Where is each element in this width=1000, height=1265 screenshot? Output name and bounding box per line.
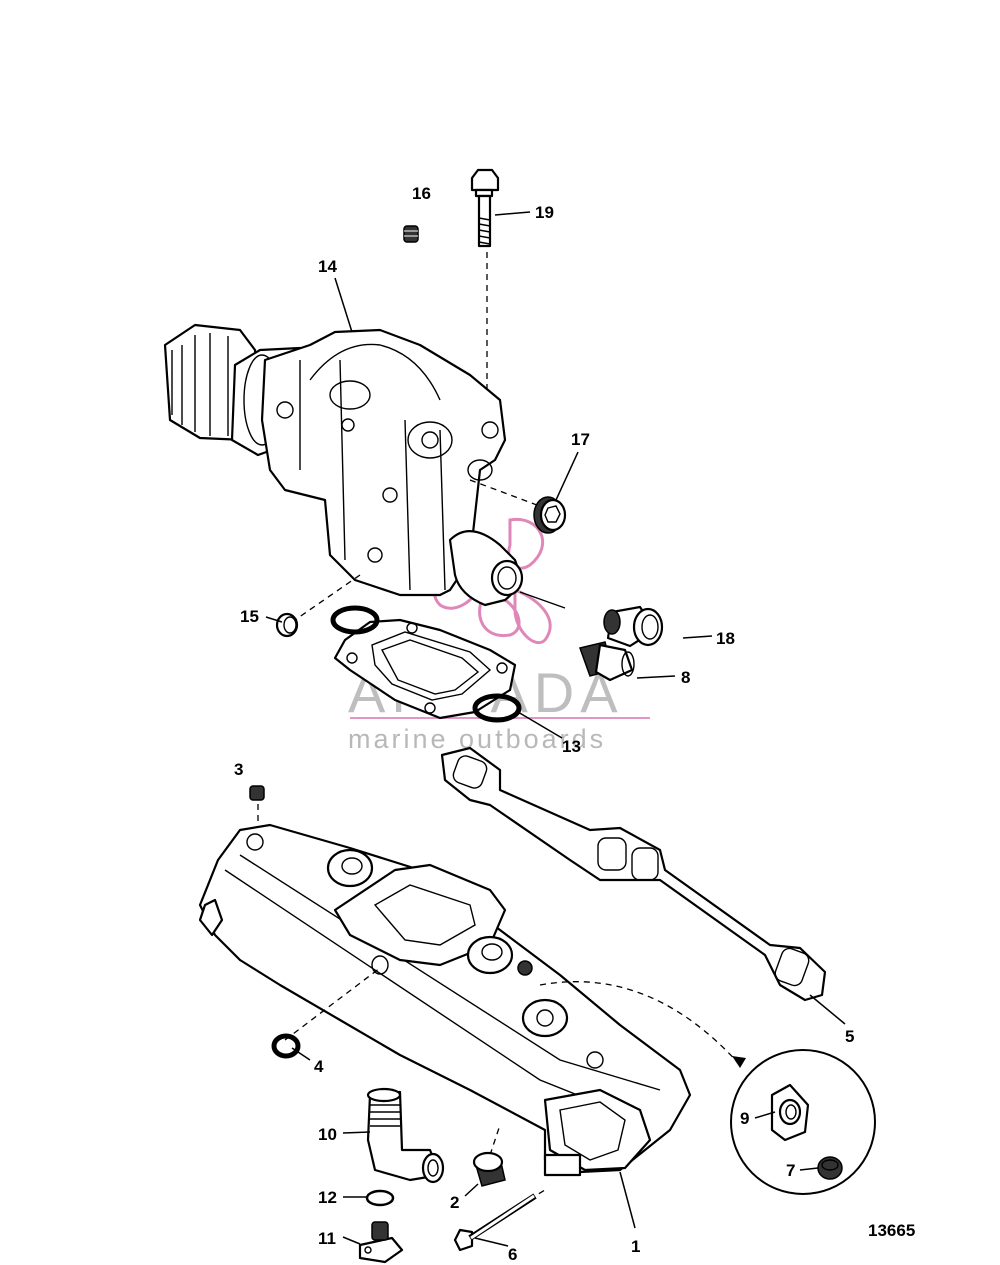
callout-labels: 16 19 14 17 15 18 8 13 3 5 4 10 9 7 2 12… [234,184,915,1264]
bolt-6 [453,1193,537,1252]
set-screw-16 [403,225,419,243]
exhaust-manifold-1 [198,823,692,1177]
watermark-tagline: marine outboards [348,724,606,754]
pipe-plug-17 [533,496,567,534]
callout-19: 19 [535,203,554,222]
elbow-fitting-10 [366,1087,445,1184]
plug-7 [817,1156,843,1180]
callout-14: 14 [318,257,337,276]
callout-5: 5 [845,1027,854,1046]
fitting-8 [579,641,635,682]
gasket-top [333,618,517,720]
callout-11: 11 [318,1229,336,1248]
plug-15 [275,612,299,638]
cap-2 [472,1151,506,1187]
callout-9: 9 [740,1109,749,1128]
callout-12: 12 [318,1188,337,1207]
plug-3 [249,785,265,830]
callout-1: 1 [631,1237,640,1256]
callout-8: 8 [681,668,690,687]
o-ring-13 [472,693,522,723]
callout-7: 7 [786,1161,795,1180]
riser-housing-14 [163,323,566,609]
detail-inset [730,1049,876,1195]
callout-17: 17 [571,430,590,449]
callout-2: 2 [450,1193,459,1212]
o-ring-upper [330,605,380,635]
callout-13: 13 [562,737,581,756]
o-ring-12 [365,1189,395,1207]
fitting-9 [770,1083,810,1142]
callout-4: 4 [314,1057,324,1076]
callout-16: 16 [412,184,431,203]
bolt-19 [470,168,500,420]
manifold-gasket-5 [440,746,827,1002]
callout-18: 18 [716,629,735,648]
callout-10: 10 [318,1125,337,1144]
drain-plug-11 [358,1221,404,1264]
hose-fitting-18 [603,605,664,648]
callout-6: 6 [508,1245,517,1264]
figure-number: 13665 [868,1221,915,1240]
leader-lines [265,211,846,1247]
callout-3: 3 [234,760,243,779]
seal-ring-4 [271,1033,301,1059]
callout-15: 15 [240,607,259,626]
